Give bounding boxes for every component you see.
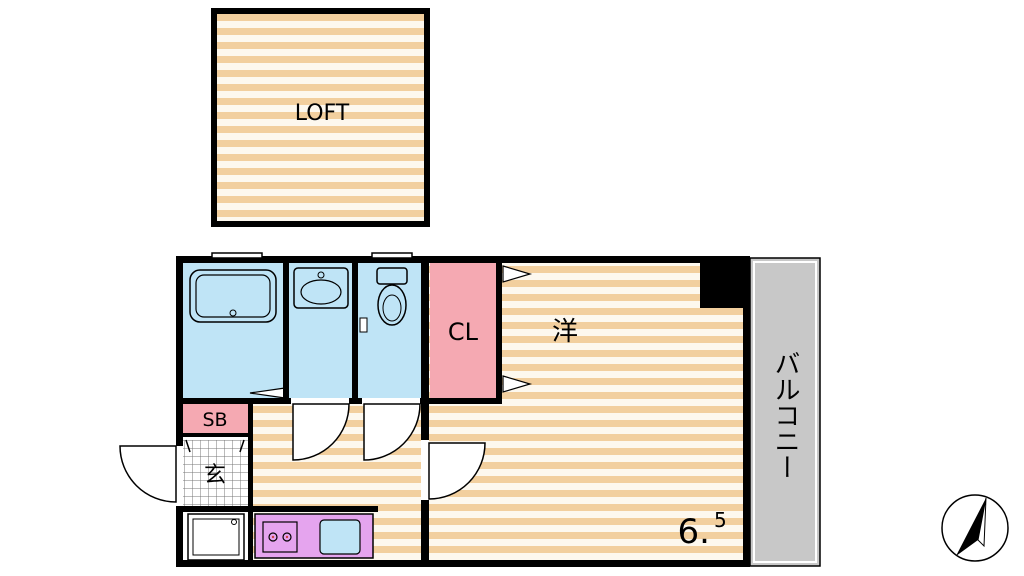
bathtub-icon [189, 269, 277, 323]
loft-label: LOFT [295, 101, 350, 126]
closet-label: CL [448, 318, 479, 346]
room-door [428, 442, 486, 500]
north-arrow-icon [941, 494, 1009, 562]
area-label-sup: 5 [714, 508, 727, 532]
washing-machine-pan-icon [187, 513, 245, 561]
western-room-label: 洋 [552, 317, 578, 347]
loft: LOFT [211, 8, 430, 227]
balcony-label: バルコニー [770, 350, 800, 480]
entrance-label: 玄 [204, 463, 226, 488]
kitchen-sink-icon [319, 519, 361, 555]
toilet-icon [359, 267, 408, 333]
walls [176, 256, 750, 567]
labels: CL 洋 SB 玄 6. 5 バルコニー [202, 317, 800, 552]
doors [119, 403, 486, 503]
stove-icon [262, 521, 298, 553]
column [700, 262, 747, 308]
shoe-box [182, 403, 248, 433]
windows [211, 252, 413, 259]
entrance-door [119, 445, 177, 503]
closet [430, 262, 496, 400]
washroom-door [292, 403, 350, 461]
fixtures [187, 265, 533, 561]
entrance [182, 440, 248, 506]
toilet-door [363, 403, 421, 461]
shoe-box-label: SB [202, 409, 227, 431]
area-label: 6. [678, 512, 710, 552]
washbasin-icon [293, 267, 349, 309]
